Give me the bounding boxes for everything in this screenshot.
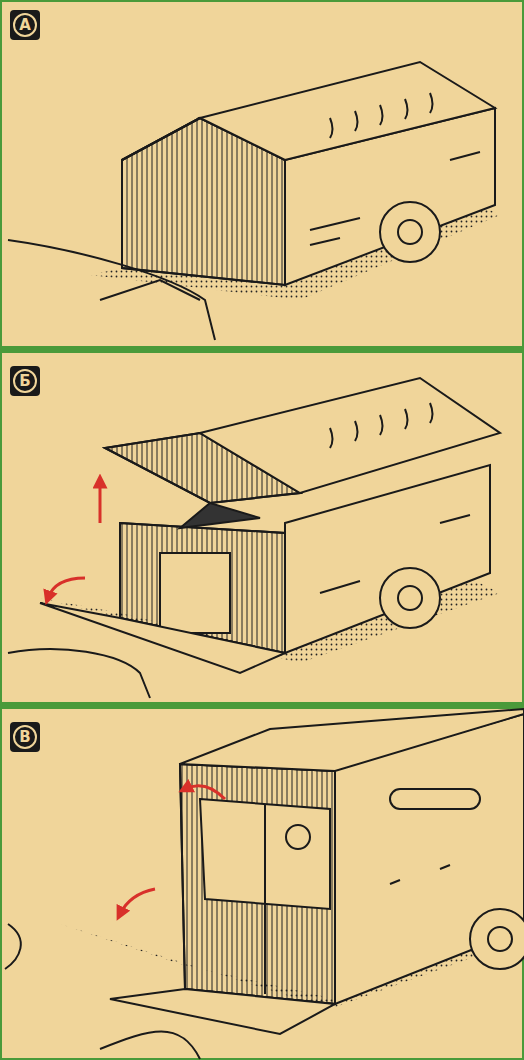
divider — [0, 346, 524, 353]
badge-ring: Б — [13, 369, 37, 393]
panel-letter: В — [19, 730, 30, 745]
trailer-opening — [8, 378, 500, 698]
divider — [0, 702, 524, 709]
panel-badge: В — [10, 722, 40, 752]
panel-letter: А — [19, 18, 31, 33]
trailer-closed — [8, 62, 500, 340]
panel-badge: А — [10, 10, 40, 40]
trailer-open — [5, 709, 524, 1059]
badge-ring: В — [13, 725, 37, 749]
panel-letter: Б — [19, 374, 30, 389]
panel-badge: Б — [10, 366, 40, 396]
badge-ring: А — [13, 13, 37, 37]
